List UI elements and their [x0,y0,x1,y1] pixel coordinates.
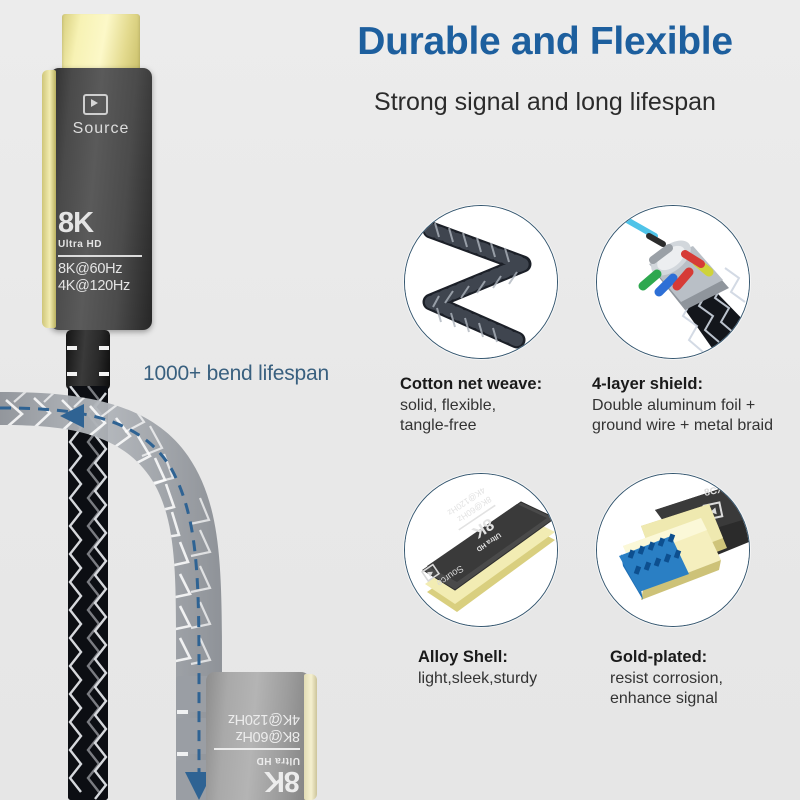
bottom-spec-divider [214,748,300,751]
feature-desc-line: Double aluminum foil + [592,397,756,414]
bend-lifespan-note: 1000+ bend lifespan [143,362,329,385]
feature-desc-gold-plated: resist corrosion, enhance signal [610,669,723,710]
bottom-spec-8k60: 8K@60Hz [235,728,300,745]
page-headline: Durable and Flexible [357,20,733,63]
hdmi-connector-top: Source 8K Ultra HD 8K@60Hz 4K@120Hz [42,14,152,344]
spec-8k60: 8K@60Hz [58,260,123,277]
connector-spec-block: 8K Ultra HD 8K@60Hz 4K@120Hz [58,207,144,296]
feature-desc-alloy-shell: light,sleek,sturdy [418,669,537,689]
page-subheadline: Strong signal and long lifespan [374,88,716,116]
feature-desc-line: enhance signal [610,690,718,708]
feature-title-four-layer-shield: 4-layer shield: [592,375,703,393]
feature-desc-line: light,sleek,sturdy [418,670,538,687]
feature-image-four-layer-shield [596,205,750,359]
resolution-8k-label: 8K [58,207,94,239]
strain-relief [66,330,110,390]
connector-shell: Source 8K Ultra HD 8K@60Hz 4K@120Hz [42,68,152,330]
feature-desc-line: ground wire + metal braid [592,417,773,435]
bottom-spec-4k120: 4K@120Hz [228,710,300,727]
feature-desc-line: solid, flexible, [400,397,497,414]
feature-image-gold-plated: 8CX [596,473,750,627]
feature-title-gold-plated: Gold-plated: [610,648,708,666]
source-label: Source [72,120,130,137]
feature-desc-line: resist corrosion, [610,670,723,687]
connector-bottom-shell: 8K Ultra HD 8K@60Hz 4K@120Hz [206,672,317,800]
hdmi-connector-bottom: 8K Ultra HD 8K@60Hz 4K@120Hz [206,672,317,800]
feature-image-alloy-shell: 8K Ultra HD 8K@60Hz 4K@120Hz Source [404,473,558,627]
connector-bottom-inverted-text: 8K Ultra HD 8K@60Hz 4K@120Hz [206,672,310,800]
feature-image-cotton-net-weave [404,205,558,359]
spec-4k120: 4K@120Hz [58,278,130,295]
spec-divider [58,254,142,257]
bottom-ultra-hd-label: Ultra HD [255,755,300,767]
play-badge-icon [83,94,108,115]
connector-gold-tip [62,14,140,76]
feature-title-cotton-net-weave: Cotton net weave: [400,375,543,393]
braided-cable-left [68,386,108,800]
ultra-hd-label: Ultra HD [58,238,103,250]
bottom-resolution-8k-label: 8K [264,765,300,797]
feature-title-alloy-shell: Alloy Shell: [418,648,508,666]
feature-desc-cotton-net-weave: solid, flexible, tangle-free [400,396,496,437]
feature-desc-four-layer-shield: Double aluminum foil + ground wire + met… [592,396,773,437]
feature-desc-line: tangle-free [400,417,477,435]
